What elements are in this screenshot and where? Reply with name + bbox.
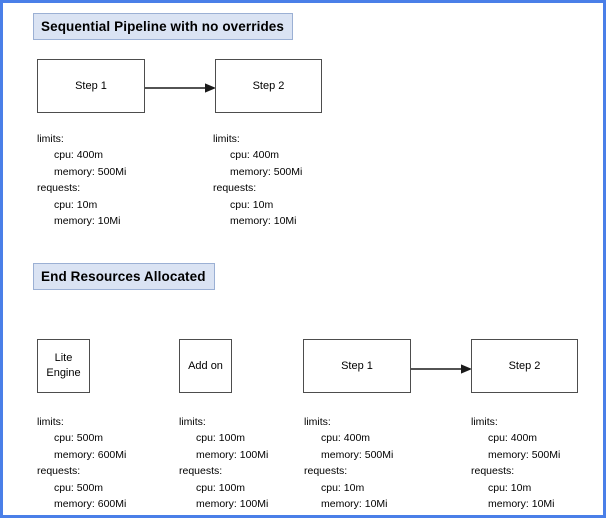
limits-memory-value: memory: 600Mi — [54, 448, 127, 461]
resource-block-top-step-2: limits: cpu: 400m memory: 500Mi requests… — [213, 131, 302, 229]
section-header-label: End Resources Allocated — [41, 269, 206, 284]
limits-cpu-value: cpu: 400m — [54, 149, 104, 162]
resource-block-lite-engine: limits: cpu: 500m memory: 600Mi requests… — [37, 414, 126, 512]
limits-memory-value: memory: 500Mi — [321, 448, 394, 461]
section-header-sequential-pipeline: Sequential Pipeline with no overrides — [33, 13, 293, 40]
node-box-lite-engine[interactable]: Lite Engine — [37, 339, 90, 393]
resource-block-bottom-step-2: limits: cpu: 400m memory: 500Mi requests… — [471, 414, 560, 512]
requests-cpu-value: cpu: 100m — [196, 481, 246, 494]
requests-memory-value: memory: 10Mi — [54, 215, 121, 228]
arrow-top-step1-to-step2 — [145, 80, 216, 93]
requests-label: requests: — [213, 182, 257, 195]
requests-memory-value: memory: 600Mi — [54, 498, 127, 511]
requests-cpu-value: cpu: 10m — [321, 481, 365, 494]
requests-label: requests: — [471, 465, 515, 478]
node-box-bottom-step-2[interactable]: Step 2 — [471, 339, 578, 393]
requests-cpu-value: cpu: 10m — [54, 198, 98, 211]
requests-memory-value: memory: 10Mi — [230, 215, 297, 228]
requests-cpu-value: cpu: 10m — [230, 198, 274, 211]
limits-label: limits: — [304, 416, 331, 428]
node-label: Lite Engine — [46, 352, 81, 379]
requests-label: requests: — [37, 465, 81, 478]
resource-block-top-step-1: limits: cpu: 400m memory: 500Mi requests… — [37, 131, 126, 229]
resource-block-add-on: limits: cpu: 100m memory: 100Mi requests… — [179, 414, 268, 512]
requests-memory-value: memory: 10Mi — [321, 498, 388, 511]
requests-label: requests: — [37, 182, 81, 195]
node-label: Step 2 — [508, 359, 541, 372]
requests-cpu-value: cpu: 500m — [54, 481, 104, 494]
node-label: Add on — [188, 359, 223, 372]
limits-label: limits: — [179, 416, 206, 428]
limits-memory-value: memory: 500Mi — [488, 448, 561, 461]
limits-label: limits: — [37, 416, 64, 428]
node-box-top-step-2[interactable]: Step 2 — [215, 59, 322, 113]
requests-memory-value: memory: 10Mi — [488, 498, 555, 511]
resource-block-bottom-step-1: limits: cpu: 400m memory: 500Mi requests… — [304, 414, 393, 512]
requests-cpu-value: cpu: 10m — [488, 481, 532, 494]
limits-label: limits: — [37, 133, 64, 145]
limits-cpu-value: cpu: 400m — [488, 432, 538, 445]
node-box-bottom-step-1[interactable]: Step 1 — [303, 339, 411, 393]
node-box-top-step-1[interactable]: Step 1 — [37, 59, 145, 113]
limits-memory-value: memory: 100Mi — [196, 448, 269, 461]
section-header-label: Sequential Pipeline with no overrides — [41, 19, 285, 34]
arrow-bottom-step1-to-step2 — [411, 361, 472, 374]
limits-cpu-value: cpu: 500m — [54, 432, 104, 445]
node-label: Step 1 — [341, 359, 373, 372]
node-label: Step 2 — [252, 79, 285, 92]
requests-memory-value: memory: 100Mi — [196, 498, 269, 511]
limits-cpu-value: cpu: 400m — [321, 432, 371, 445]
requests-label: requests: — [304, 465, 348, 478]
limits-memory-value: memory: 500Mi — [54, 165, 127, 178]
section-header-end-resources-allocated: End Resources Allocated — [33, 263, 215, 290]
limits-memory-value: memory: 500Mi — [230, 165, 303, 178]
requests-label: requests: — [179, 465, 223, 478]
limits-label: limits: — [213, 133, 240, 145]
node-label: Step 1 — [75, 79, 107, 92]
limits-cpu-value: cpu: 100m — [196, 432, 246, 445]
limits-label: limits: — [471, 416, 498, 428]
node-box-add-on[interactable]: Add on — [179, 339, 232, 393]
limits-cpu-value: cpu: 400m — [230, 149, 280, 162]
